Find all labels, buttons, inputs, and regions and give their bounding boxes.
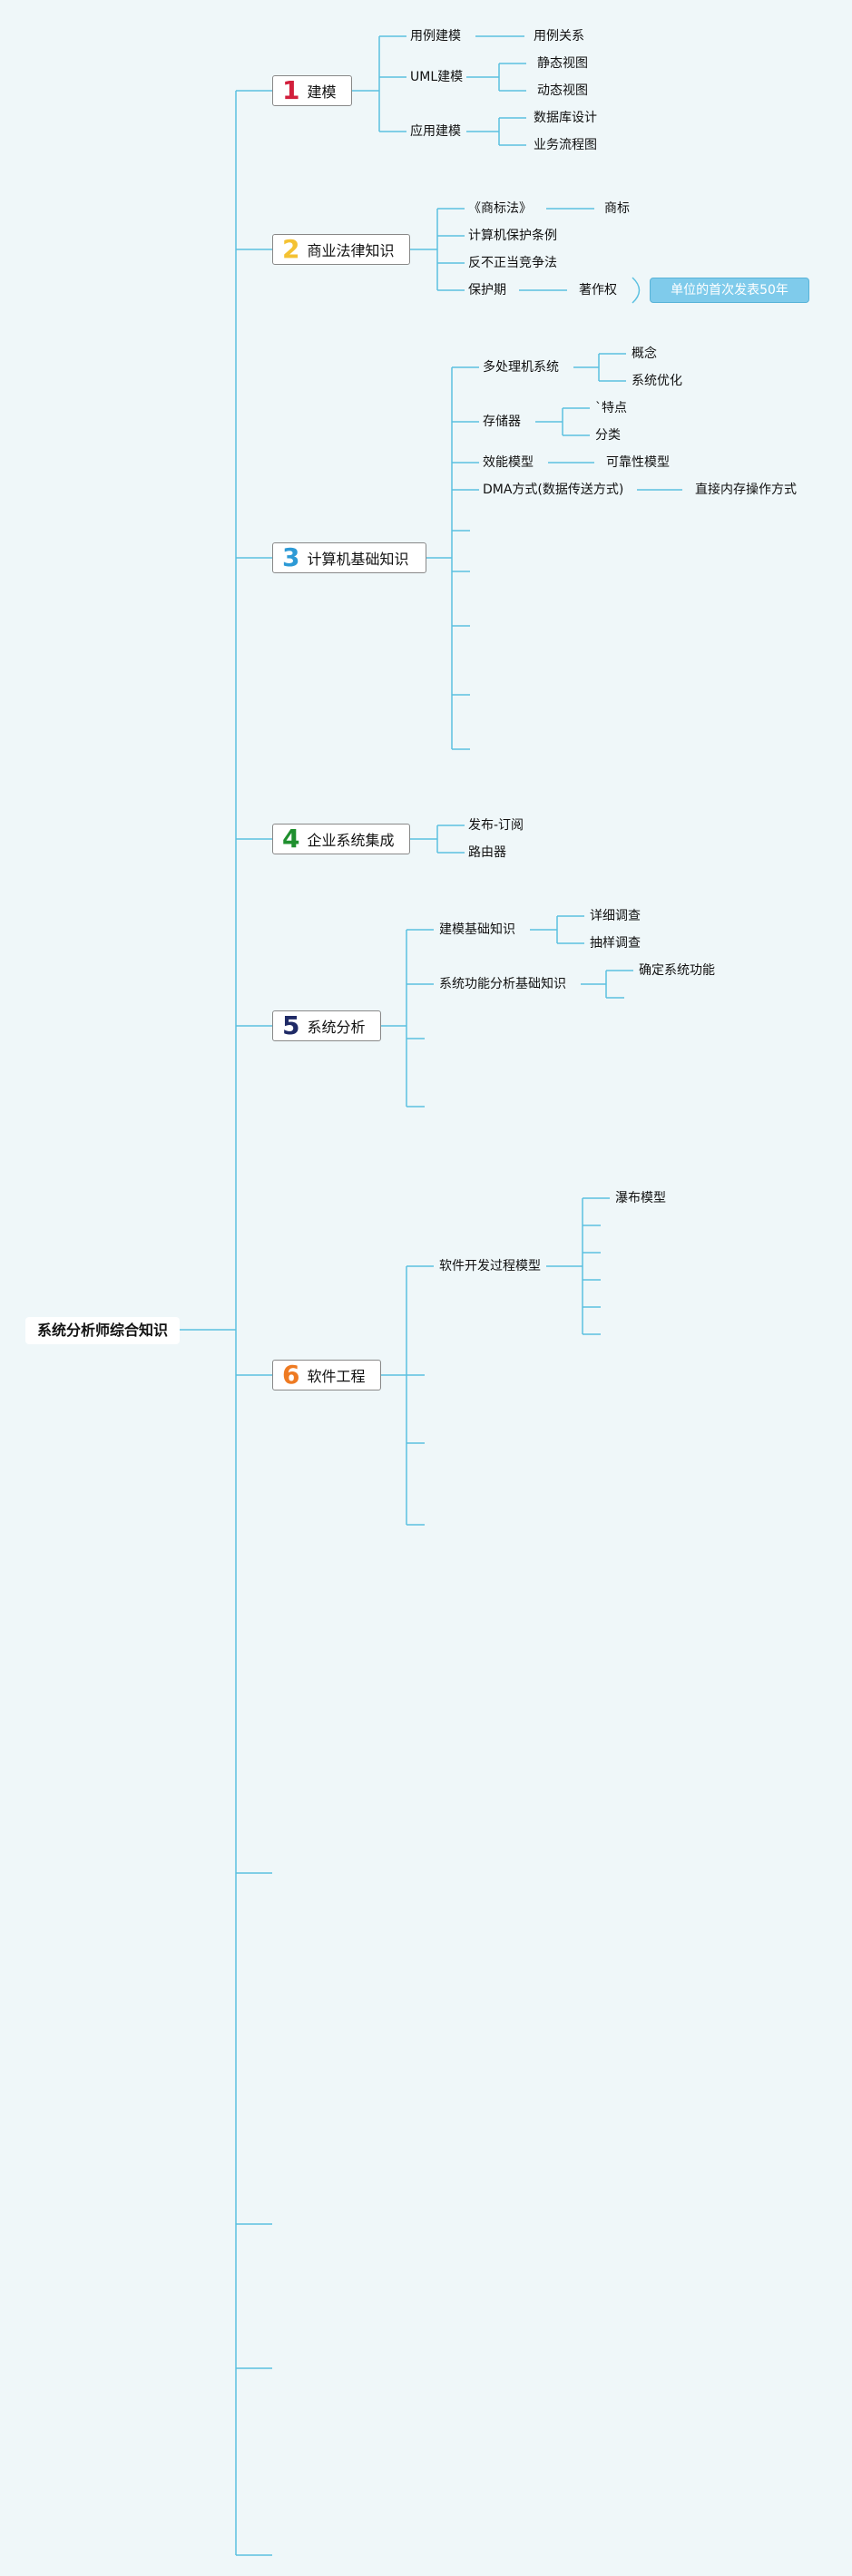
node-waterfall-model[interactable]: 瀑布模型: [615, 1191, 666, 1205]
topic-enterprise-integration[interactable]: 4 企业系统集成: [272, 824, 410, 854]
node-classification[interactable]: 分类: [595, 428, 621, 443]
node-use-case-modeling[interactable]: 用例建模: [410, 29, 461, 44]
number-2-icon: 2: [282, 234, 300, 264]
node-concept[interactable]: 概念: [632, 346, 657, 361]
topic-modeling[interactable]: 1 建模: [272, 75, 352, 106]
node-reliability-model[interactable]: 可靠性模型: [606, 455, 670, 470]
node-database-design[interactable]: 数据库设计: [534, 111, 597, 125]
callout-first-publication[interactable]: 单位的首次发表50年: [650, 278, 809, 303]
root-node[interactable]: 系统分析师综合知识: [25, 1317, 180, 1344]
node-trademark[interactable]: 商标: [604, 201, 630, 216]
topic-computer-basics[interactable]: 3 计算机基础知识: [272, 542, 426, 573]
topic-business-law[interactable]: 2 商业法律知识: [272, 234, 410, 265]
node-app-modeling[interactable]: 应用建模: [410, 124, 461, 139]
node-trademark-law[interactable]: 《商标法》: [468, 201, 532, 216]
topic-label: 系统分析: [307, 1019, 366, 1036]
node-dev-process-model[interactable]: 软件开发过程模型: [439, 1259, 541, 1273]
topic-label: 软件工程: [307, 1368, 366, 1385]
number-6-icon: 6: [282, 1360, 300, 1390]
node-uml-modeling[interactable]: UML建模: [410, 70, 464, 84]
node-anti-unfair-competition[interactable]: 反不正当竞争法: [468, 256, 557, 270]
node-static-view[interactable]: 静态视图: [537, 56, 588, 71]
number-3-icon: 3: [282, 542, 300, 572]
topic-system-analysis[interactable]: 5 系统分析: [272, 1010, 381, 1041]
node-business-flow[interactable]: 业务流程图: [534, 138, 597, 152]
node-publish-subscribe[interactable]: 发布-订阅: [468, 818, 524, 833]
node-features[interactable]: `特点: [595, 401, 627, 415]
node-dynamic-view[interactable]: 动态视图: [537, 83, 588, 98]
node-function-analysis[interactable]: 系统功能分析基础知识: [439, 977, 566, 991]
number-5-icon: 5: [282, 1010, 300, 1040]
node-use-case-relations[interactable]: 用例关系: [534, 29, 584, 44]
node-software-protection[interactable]: 计算机保护条例: [468, 229, 557, 243]
topic-software-engineering[interactable]: 6 软件工程: [272, 1360, 381, 1390]
number-4-icon: 4: [282, 824, 300, 854]
node-dma[interactable]: DMA方式(数据传送方式): [483, 483, 624, 497]
node-direct-memory-access[interactable]: 直接内存操作方式: [695, 483, 797, 497]
node-copyright[interactable]: 著作权: [579, 283, 617, 298]
node-detailed-survey[interactable]: 详细调查: [590, 909, 641, 923]
topic-label: 企业系统集成: [307, 832, 395, 849]
node-protection-period[interactable]: 保护期: [468, 283, 506, 298]
topic-label: 计算机基础知识: [307, 551, 409, 568]
node-multiprocessor[interactable]: 多处理机系统: [483, 360, 559, 375]
topic-label: 建模: [307, 83, 337, 101]
node-system-optimization[interactable]: 系统优化: [632, 374, 682, 388]
node-performance-model[interactable]: 效能模型: [483, 455, 534, 470]
topic-label: 商业法律知识: [307, 242, 395, 259]
node-storage[interactable]: 存储器: [483, 415, 521, 429]
node-modeling-basics[interactable]: 建模基础知识: [439, 922, 515, 937]
number-1-icon: 1: [282, 75, 300, 105]
node-sample-survey[interactable]: 抽样调查: [590, 936, 641, 951]
node-determine-function[interactable]: 确定系统功能: [639, 963, 715, 978]
node-router[interactable]: 路由器: [468, 845, 506, 860]
